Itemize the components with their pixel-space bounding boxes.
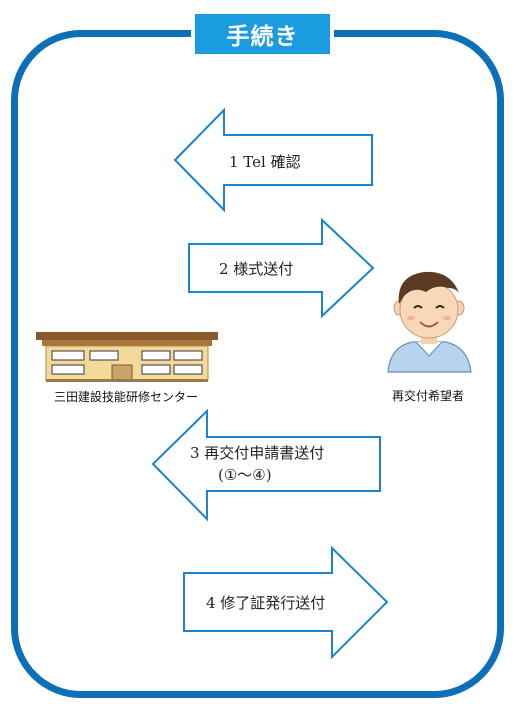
diagram-title: 手続き	[191, 10, 334, 58]
step-2-label: 2 様式送付	[219, 260, 294, 278]
step-1-label: 1 Tel 確認	[229, 153, 301, 171]
arrow-step-3	[151, 408, 381, 522]
step-3-label: 3 再交付申請書送付	[190, 444, 325, 462]
person-icon	[387, 271, 472, 373]
arrow-step-4	[183, 545, 389, 660]
arrow-step-2	[188, 217, 375, 319]
step-3-sublabel: (①～④)	[218, 466, 272, 484]
training-center-label: 三田建設技能研修センター	[54, 390, 199, 404]
step-4-label: 4 修了証発行送付	[206, 594, 326, 612]
building-icon	[36, 332, 218, 382]
applicant-label: 再交付希望者	[392, 389, 465, 403]
arrow-step-1	[173, 107, 373, 213]
